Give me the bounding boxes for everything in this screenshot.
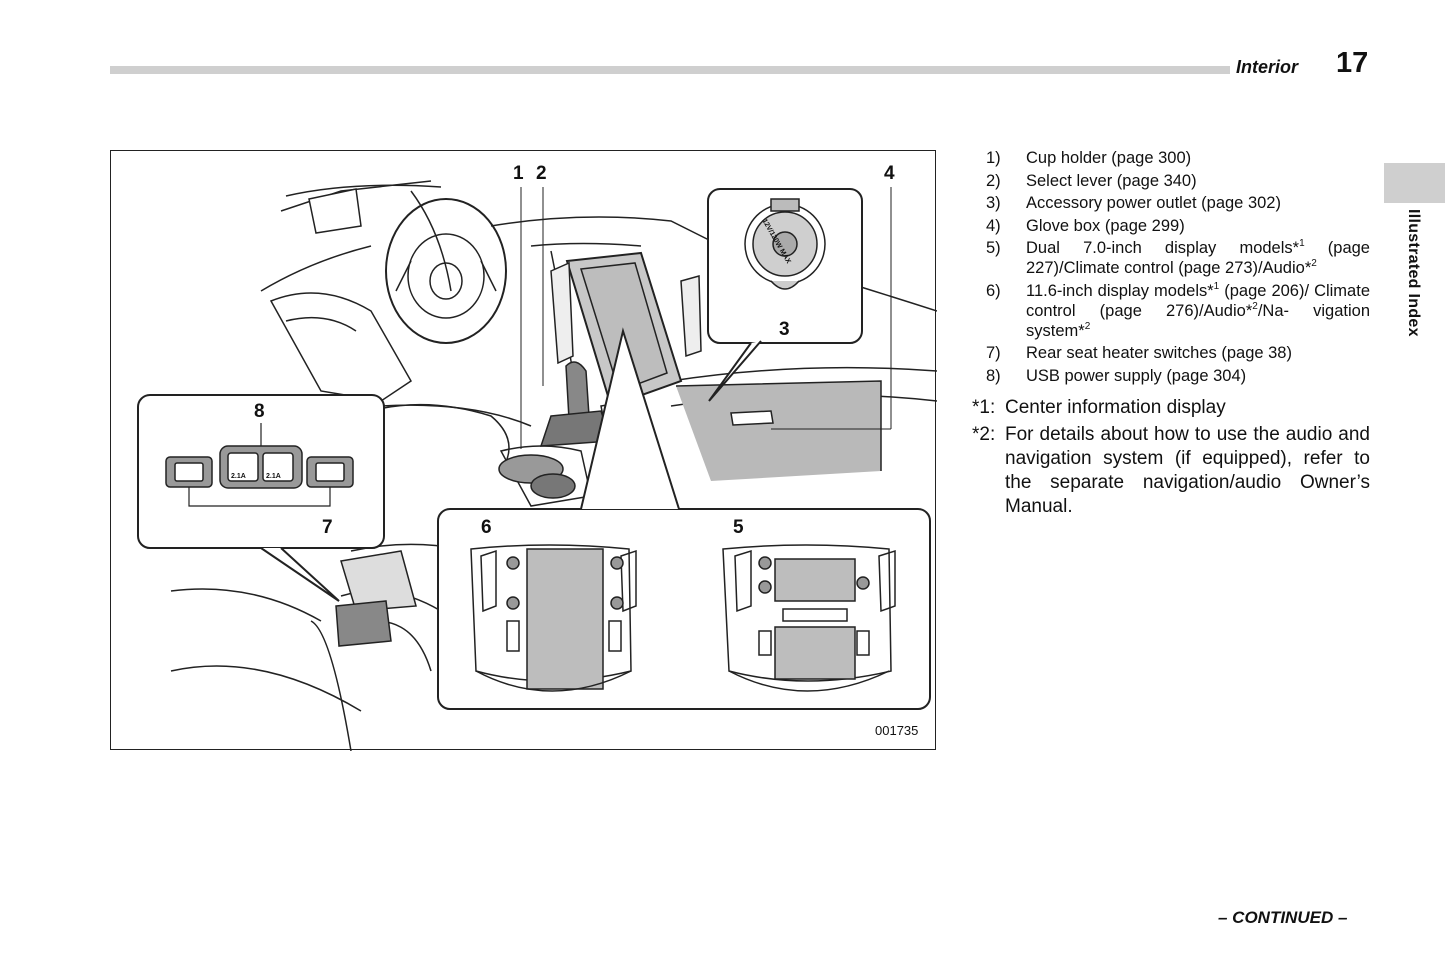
legend-item: 4)Glove box (page 299) xyxy=(986,216,1185,235)
header-rule xyxy=(110,66,1230,74)
legend-item: 3)Accessory power outlet (page 302) xyxy=(986,194,1281,212)
legend-list: 1)Cup holder (page 300) 2)Select lever (… xyxy=(986,148,1370,388)
footnote: *2:For details about how to use the audi… xyxy=(972,424,1370,517)
figure-id: 001735 xyxy=(875,723,919,738)
legend-item: 2)Select lever (page 340) xyxy=(986,171,1197,190)
usb-port-label: 2.1A xyxy=(266,473,281,480)
interior-drawing xyxy=(137,180,937,751)
footnotes: *1:Center information display *2:For det… xyxy=(972,396,1370,522)
callout-1: 1 xyxy=(513,163,524,184)
callout-2: 2 xyxy=(536,163,547,184)
callout-4: 4 xyxy=(884,163,895,184)
callout-7: 7 xyxy=(322,517,333,538)
legend-item: 5)Dual 7.0-inch display models*1 (page 2… xyxy=(986,238,1370,277)
callout-3: 3 xyxy=(779,319,790,340)
callout-5: 5 xyxy=(733,517,744,538)
legend-item: 6)11.6-inch display models*1 (page 206)/… xyxy=(986,280,1370,340)
legend-item: 7)Rear seat heater switches (page 38) xyxy=(986,344,1292,362)
side-tab xyxy=(1384,163,1445,203)
callout-6: 6 xyxy=(481,517,492,538)
continued-label: – CONTINUED – xyxy=(1218,908,1348,927)
footnote: *1:Center information display xyxy=(972,397,1226,418)
usb-port-label: 2.1A xyxy=(231,473,246,480)
interior-illustration: 1 2 3 4 5 6 7 8 2.1A 2.1A 12V/120W MAX 0… xyxy=(110,150,937,751)
callout-8: 8 xyxy=(254,401,265,422)
legend-item: 8)USB power supply (page 304) xyxy=(986,366,1247,385)
page-number: 17 xyxy=(1336,47,1369,79)
section-title: Interior xyxy=(1236,57,1299,77)
legend-item: 1)Cup holder (page 300) xyxy=(986,149,1192,167)
side-tab-label: Illustrated Index xyxy=(1405,209,1422,337)
